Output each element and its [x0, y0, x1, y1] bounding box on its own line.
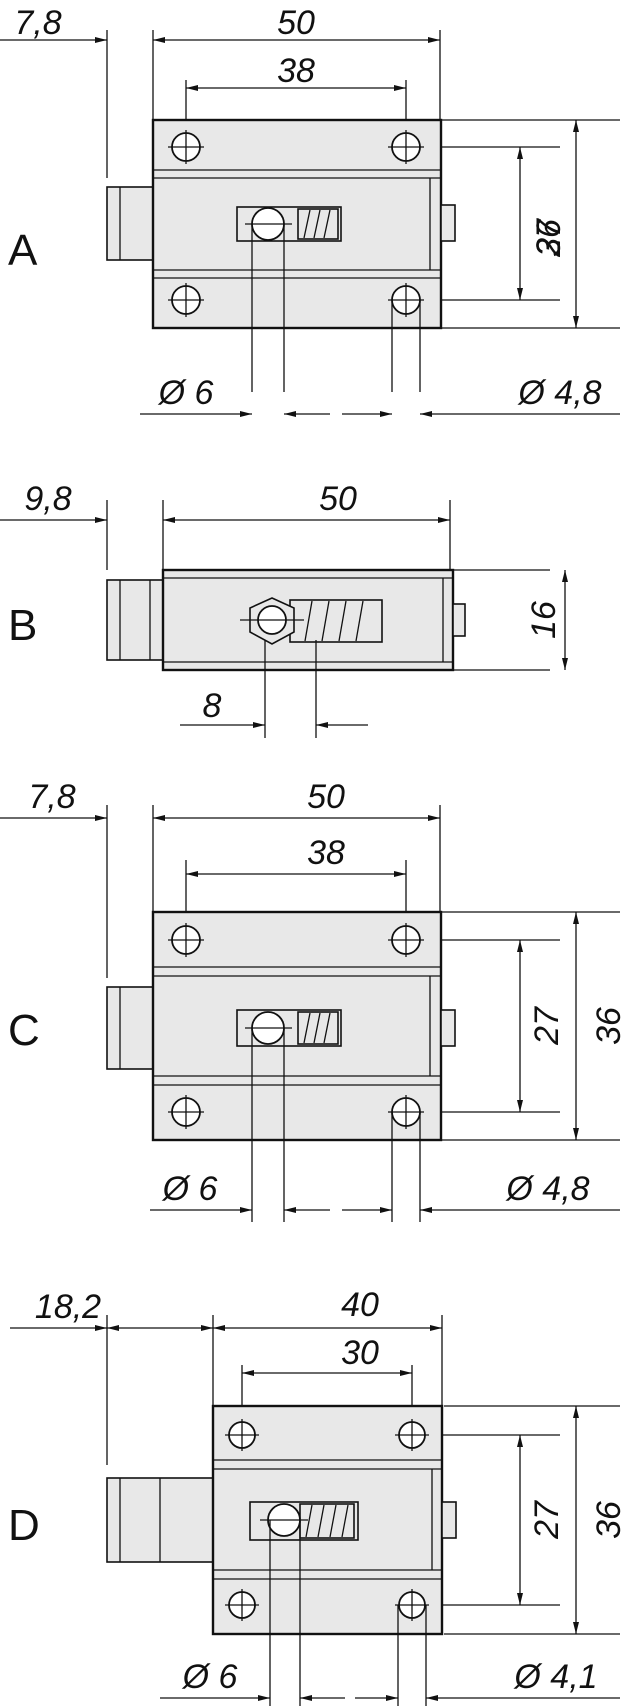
dim-d-overhang: 18,2 [35, 1288, 101, 1326]
dim-c-knob-dia: Ø 6 [162, 1170, 218, 1208]
dim-b-length: 50 [319, 480, 357, 518]
dim-a-inner-height: 27 [530, 218, 568, 258]
dim-d-hole-spacing: 30 [341, 1334, 379, 1372]
dim-d-length: 40 [341, 1286, 379, 1324]
dim-b-overhang: 9,8 [24, 480, 71, 518]
dim-d-hole-dia: Ø 4,1 [513, 1658, 597, 1696]
dim-b-travel: 8 [203, 687, 222, 725]
view-d: D [8, 1286, 628, 1706]
dim-c-length: 50 [307, 778, 345, 816]
dim-a-hole-spacing: 38 [277, 52, 315, 90]
view-d-letter: D [8, 1501, 40, 1550]
dim-c-height: 36 [590, 1007, 628, 1045]
dim-a-hole-dia: Ø 4,8 [517, 374, 601, 412]
dim-a-overhang: 7,8 [14, 4, 61, 42]
dim-d-height: 36 [590, 1501, 628, 1539]
dim-a-height: 36 [530, 219, 568, 257]
dim-c-overhang: 7,8 [28, 778, 75, 816]
dim-b-height: 16 [525, 601, 563, 639]
view-a: A [0, 4, 620, 417]
dim-d-knob-dia: Ø 6 [182, 1658, 238, 1696]
dim-c-hole-spacing: 38 [307, 834, 345, 872]
view-b: B 9,8 50 16 8 [0, 480, 568, 738]
view-c-letter: C [8, 1006, 40, 1055]
dim-a-knob-dia: Ø 6 [158, 374, 214, 412]
dim-c-inner-height: 27 [528, 1006, 566, 1046]
dim-c-hole-dia: Ø 4,8 [505, 1170, 589, 1208]
dim-a-length: 50 [277, 4, 315, 42]
dim-d-inner-height: 27 [528, 1500, 566, 1540]
view-b-letter: B [8, 601, 37, 650]
view-c: C [0, 778, 628, 1222]
view-a-letter: A [8, 226, 38, 275]
